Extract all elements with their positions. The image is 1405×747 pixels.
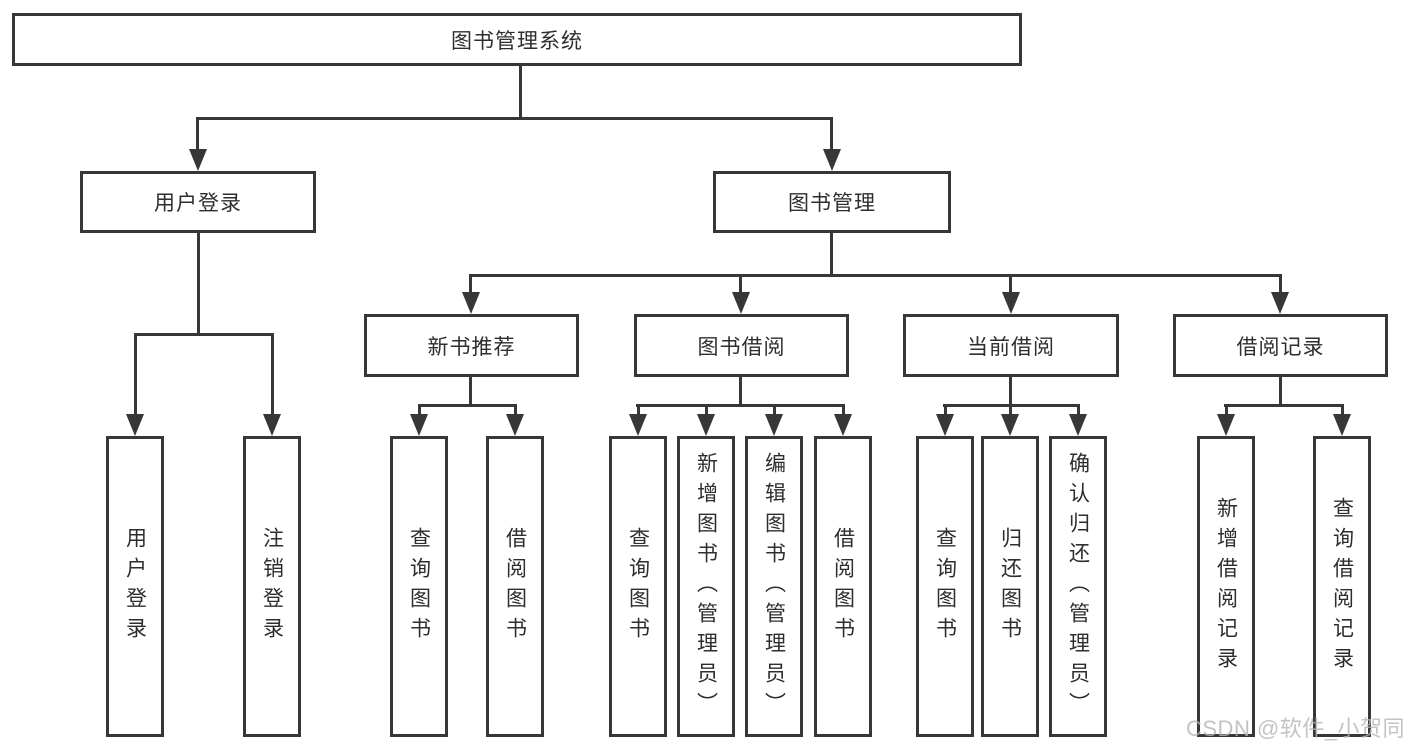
connector-drop-leaf-logout (271, 333, 274, 416)
leaf-nb-borrow-books: 借阅图书 (486, 436, 544, 737)
arrowhead-cb-confirm (1069, 414, 1087, 436)
arrowhead-borrow-records (1271, 292, 1289, 314)
leaf-cb-return-books: 归还图书 (981, 436, 1039, 737)
leaf-cb-confirm-return-admin: 确认归还（管理员） (1049, 436, 1107, 737)
leaf-label: 确认归还（管理员） (1066, 451, 1090, 722)
leaf-label: 新增图书（管理员） (694, 451, 718, 722)
leaf-cb-query-books: 查询图书 (916, 436, 974, 737)
leaf-label: 用户登录 (123, 526, 147, 647)
connector-drop-cb-confirm (1077, 404, 1080, 418)
arrowhead-bb-query (629, 414, 647, 436)
connector-drop-bb-query (637, 404, 640, 418)
arrowhead-br-add (1217, 414, 1235, 436)
node-label: 借阅记录 (1236, 335, 1325, 359)
connector-new-book-branch (418, 404, 517, 407)
leaf-label: 借阅图书 (503, 526, 527, 647)
connector-drop-bb-borrow (842, 404, 845, 418)
arrowhead-cb-query (936, 414, 954, 436)
connector-book-borrow-stem (739, 376, 742, 407)
leaf-label: 查询图书 (407, 526, 431, 647)
arrowhead-book-borrow (732, 292, 750, 314)
connector-book-mgmt-branch (469, 274, 1282, 277)
leaf-label: 查询图书 (933, 526, 957, 647)
connector-user-login-branch (134, 333, 274, 336)
node-label: 新书推荐 (427, 335, 516, 359)
csdn-watermark: CSDN @软件_小贺同学 (1186, 716, 1405, 741)
node-current-borrow: 当前借阅 (903, 314, 1119, 377)
leaf-label: 查询图书 (626, 526, 650, 647)
connector-borrow-records-stem (1279, 376, 1282, 407)
arrowhead-current-borrow (1002, 292, 1020, 314)
node-borrow-records: 借阅记录 (1173, 314, 1388, 377)
leaf-label: 借阅图书 (831, 526, 855, 647)
connector-drop-new-book (469, 274, 472, 296)
leaf-bb-edit-books-admin: 编辑图书（管理员） (745, 436, 803, 737)
connector-user-login-stem (197, 232, 200, 336)
node-label: 用户登录 (154, 192, 242, 215)
connector-borrow-records-branch (1224, 404, 1344, 407)
connector-drop-cb-return (1009, 404, 1012, 418)
connector-book-borrow-branch (636, 404, 844, 407)
connector-root-branch (197, 117, 833, 120)
leaf-bb-add-books-admin: 新增图书（管理员） (677, 436, 735, 737)
connector-drop-cb-query (944, 404, 947, 418)
leaf-logout: 注销登录 (243, 436, 301, 737)
connector-drop-leaf-user-login (134, 333, 137, 416)
arrowhead-bb-edit (765, 414, 783, 436)
arrowhead-book-mgmt (823, 149, 841, 171)
leaf-label: 新增借阅记录 (1214, 496, 1238, 677)
node-new-book-rec: 新书推荐 (364, 314, 579, 377)
arrowhead-leaf-user-login (126, 414, 144, 436)
node-label: 图书管理 (788, 192, 876, 215)
connector-drop-nb-borrow (514, 404, 517, 418)
arrowhead-cb-return (1001, 414, 1019, 436)
connector-drop-book-borrow (739, 274, 742, 296)
connector-root-trunk (519, 64, 522, 120)
connector-drop-borrow-records (1279, 274, 1282, 296)
arrowhead-br-query (1333, 414, 1351, 436)
connector-book-mgmt-stem (830, 232, 833, 277)
leaf-label: 注销登录 (260, 526, 284, 647)
connector-drop-br-add (1225, 404, 1228, 418)
arrowhead-nb-query (410, 414, 428, 436)
node-label: 图书借阅 (697, 335, 786, 359)
connector-new-book-stem (469, 376, 472, 407)
connector-drop-bb-add (705, 404, 708, 418)
connector-drop-nb-query (418, 404, 421, 418)
connector-drop-current-borrow (1009, 274, 1012, 296)
leaf-bb-borrow-books: 借阅图书 (814, 436, 872, 737)
connector-drop-bb-edit (773, 404, 776, 418)
node-root-system: 图书管理系统 (12, 13, 1022, 66)
leaf-user-login: 用户登录 (106, 436, 164, 737)
node-label: 图书管理系统 (451, 29, 583, 53)
leaf-nb-query-books: 查询图书 (390, 436, 448, 737)
leaf-bb-query-books: 查询图书 (609, 436, 667, 737)
leaf-label: 归还图书 (998, 526, 1022, 647)
arrowhead-leaf-logout (263, 414, 281, 436)
arrowhead-nb-borrow (506, 414, 524, 436)
leaf-label: 编辑图书（管理员） (762, 451, 786, 722)
node-book-borrow: 图书借阅 (634, 314, 849, 377)
node-book-mgmt: 图书管理 (713, 171, 951, 233)
node-user-login: 用户登录 (80, 171, 316, 233)
leaf-br-add-record: 新增借阅记录 (1197, 436, 1255, 737)
arrowhead-bb-borrow (834, 414, 852, 436)
arrowhead-user-login (189, 149, 207, 171)
connector-drop-br-query (1341, 404, 1344, 418)
arrowhead-bb-add (697, 414, 715, 436)
arrowhead-new-book (462, 292, 480, 314)
leaf-br-query-record: 查询借阅记录 (1313, 436, 1371, 737)
connector-drop-book-mgmt (830, 117, 833, 153)
leaf-label: 查询借阅记录 (1330, 496, 1354, 677)
connector-drop-user-login (196, 117, 199, 153)
node-label: 当前借阅 (967, 335, 1055, 359)
connector-current-borrow-stem (1009, 376, 1012, 407)
